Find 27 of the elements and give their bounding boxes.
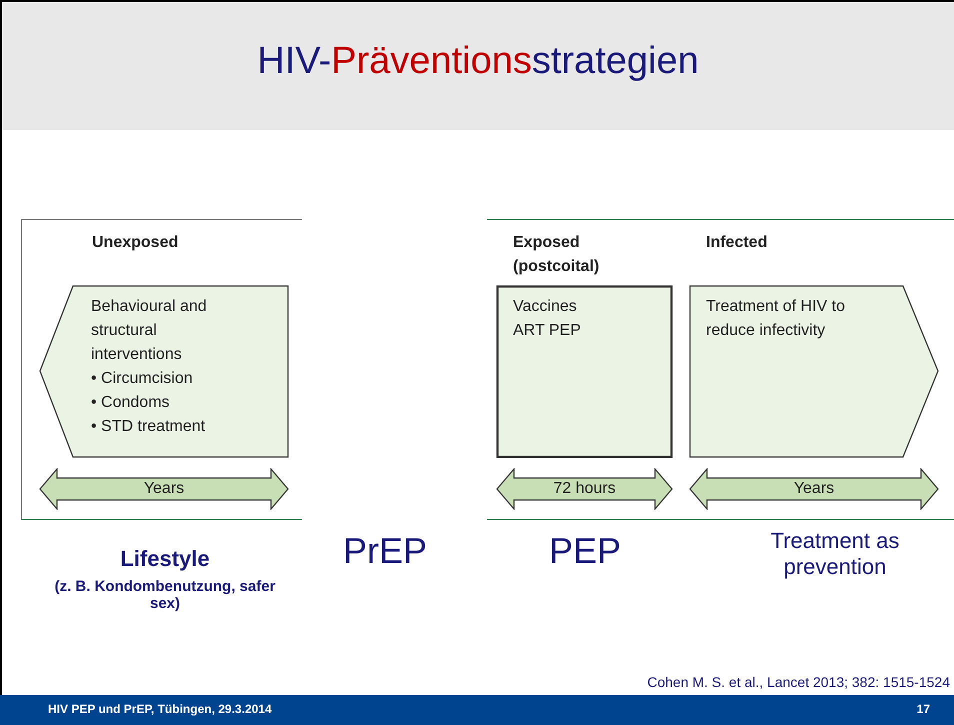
panel-frame [21,219,302,520]
strategy-label: PrEP [342,530,428,572]
stage-text: ART PEP [513,321,582,341]
slide-title: HIV-Präventionsstrategien [256,40,700,83]
stage-text: Behavioural and structural interventions [91,297,208,365]
strategy-label: Treatment as prevention [770,528,900,580]
caption-heading: Lifestyle [119,546,211,572]
panel-frame [487,219,954,520]
stage-text: • STD treatment [91,417,206,437]
footer-text: HIV PEP und PrEP, Tübingen, 29.3.2014 [48,702,273,716]
timespan-bar [496,468,673,510]
caption-text: (z. B. Kondombenutzung, safer sex) [54,578,276,612]
stage-text: • Condoms [91,393,171,413]
timespan-bar [39,468,289,510]
stage-heading: Exposed (postcoital) [513,233,600,277]
citation-text: Cohen M. S. et al., Lancet 2013; 382: 1515-1524 [646,674,950,690]
stage-text: Treatment of HIV to reduce infectivity [706,297,846,341]
stage-text: • Circumcision [91,369,194,389]
stage-text: Vaccines [513,297,578,317]
timespan-bar [689,468,939,510]
arrow-label: 72 hours [552,479,617,499]
arrow-label: Years [142,479,186,499]
stage-heading: Infected [706,233,768,253]
arrow-label: Years [792,479,836,499]
stage-heading: Unexposed [92,233,180,253]
page-number: 17 [916,702,930,716]
strategy-label: PEP [548,530,622,572]
